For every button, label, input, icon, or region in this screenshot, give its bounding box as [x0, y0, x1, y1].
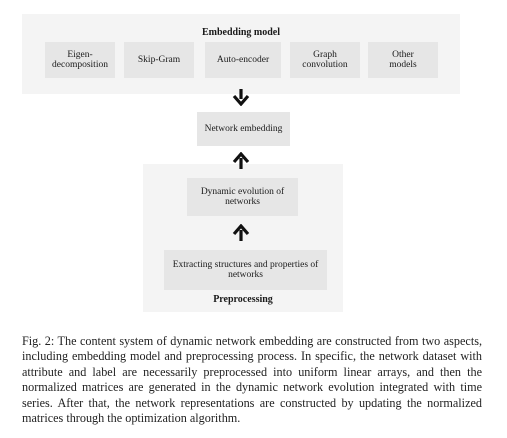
figure-caption: Fig. 2: The content system of dynamic ne…: [22, 334, 482, 426]
method-auto-encoder: Auto-encoder: [205, 42, 281, 78]
dynamic-evolution-box: Dynamic evolution of networks: [187, 178, 298, 216]
arrow-down-icon: [232, 89, 250, 106]
method-graph-convolution: Graph convolution: [290, 42, 360, 78]
preprocessing-title: Preprocessing: [213, 294, 273, 305]
embedding-model-title: Embedding model: [201, 27, 281, 38]
method-skip-gram: Skip-Gram: [124, 42, 194, 78]
network-embedding-box: Network embedding: [197, 112, 290, 146]
arrow-up-icon: [232, 152, 250, 169]
arrow-up-icon: [232, 224, 250, 241]
method-other-models: Other models: [368, 42, 438, 78]
method-eigen-decomposition: Eigen- decomposition: [45, 42, 115, 78]
extracting-box: Extracting structures and properties of …: [164, 250, 327, 290]
